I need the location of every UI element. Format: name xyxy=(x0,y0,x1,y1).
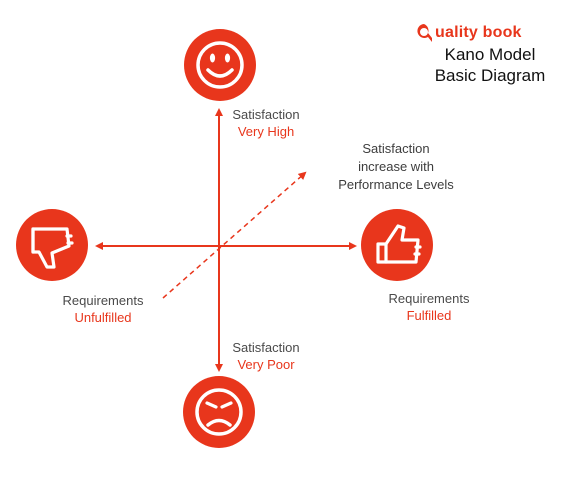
left-axis-label-line-2: Unfulfilled xyxy=(74,310,132,325)
top-axis-label: Satisfaction Very High xyxy=(216,106,316,140)
sad-face-icon xyxy=(183,376,255,448)
bottom-axis-label-line-1: Satisfaction xyxy=(232,340,300,355)
right-axis-label-line-2: Fulfilled xyxy=(406,308,452,323)
title-line-1: Kano Model xyxy=(444,45,536,64)
diagonal-label: Satisfaction increase with Performance L… xyxy=(306,140,486,194)
left-axis-label-line-1: Requirements xyxy=(62,293,144,308)
top-axis-label-line-2: Very High xyxy=(237,124,295,139)
thumbs-up-icon xyxy=(361,209,433,281)
diagonal-label-line-1: Satisfaction xyxy=(362,141,430,156)
right-axis-label-line-1: Requirements xyxy=(388,291,470,306)
top-axis-label-line-1: Satisfaction xyxy=(232,107,300,122)
quality-book-logo: uality book xyxy=(415,20,522,46)
diagonal-label-line-3: Performance Levels xyxy=(338,177,454,192)
right-axis-label: Requirements Fulfilled xyxy=(374,290,484,324)
performance-diagonal-arrow xyxy=(162,171,307,299)
logo-q-icon xyxy=(417,24,432,42)
smiley-face-icon xyxy=(184,29,256,101)
bottom-axis-label: Satisfaction Very Poor xyxy=(216,339,316,373)
left-axis-label: Requirements Unfulfilled xyxy=(48,292,158,326)
page-title: Kano Model Basic Diagram xyxy=(420,44,560,86)
bottom-axis-label-line-2: Very Poor xyxy=(237,357,295,372)
thumbs-down-icon xyxy=(16,209,88,281)
logo-text: uality book xyxy=(435,24,522,41)
title-line-2: Basic Diagram xyxy=(434,66,546,85)
diagonal-label-line-2: increase with xyxy=(358,159,434,174)
